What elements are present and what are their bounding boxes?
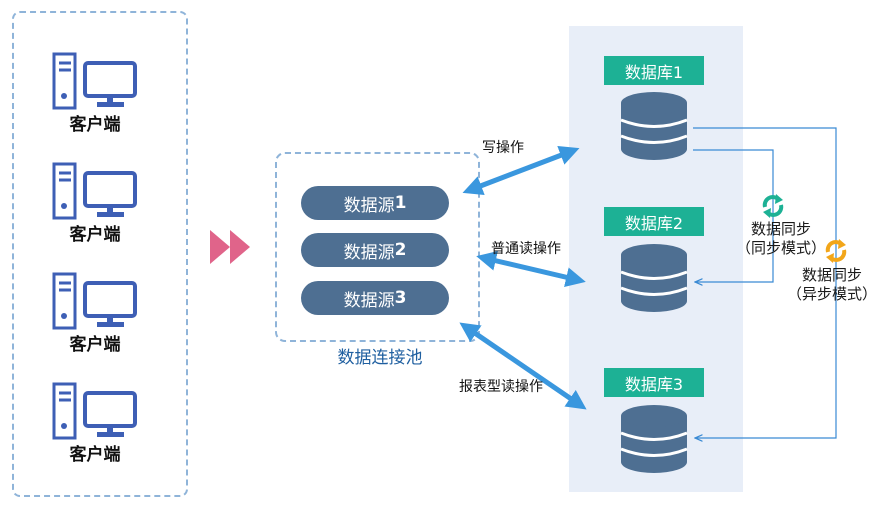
computer-icon — [52, 162, 137, 220]
computer-icon — [52, 382, 137, 440]
connection-pool-title: 数据连接池 — [337, 348, 423, 368]
async-mode-line2: （异步模式） — [786, 285, 877, 303]
data-source-name: 数据源 — [343, 242, 395, 263]
database-3-icon — [620, 405, 688, 473]
database-2-icon — [620, 244, 688, 312]
async-refresh-icon — [825, 239, 847, 263]
computer-icon — [52, 272, 137, 330]
computer-icon — [52, 52, 137, 110]
async-mode-connector — [693, 127, 837, 438]
normal-read-arrow — [476, 250, 586, 288]
data-source-name: 数据源 — [343, 290, 395, 311]
report-read-arrow — [459, 322, 587, 410]
database-1-icon — [620, 92, 688, 160]
database-3-tag: 数据库3 — [604, 368, 704, 397]
client-2: 客户端 — [52, 162, 172, 252]
report-read-label: 报表型读操作 — [459, 379, 543, 395]
sync-mode-line2: （同步模式） — [735, 239, 826, 257]
sync-refresh-icon — [762, 194, 784, 218]
client-label: 客户端 — [69, 445, 121, 465]
sync-mode-line1: 数据同步 — [750, 220, 811, 238]
connection-pool-box — [275, 152, 480, 342]
client-label: 客户端 — [69, 335, 121, 355]
data-source-name: 数据源 — [343, 195, 395, 216]
async-mode-line1: 数据同步 — [801, 266, 862, 284]
normal-read-label: 普通读操作 — [491, 241, 561, 257]
database-1-tag: 数据库1 — [604, 56, 704, 85]
async-mode-label: 数据同步 （异步模式） — [782, 266, 882, 304]
double-chevron-arrow-icon — [210, 230, 250, 264]
data-source-number: 1 — [394, 193, 407, 213]
client-panel — [12, 11, 188, 497]
write-operation-arrow — [462, 145, 580, 196]
client-label: 客户端 — [69, 225, 121, 245]
client-3: 客户端 — [52, 272, 172, 362]
client-4: 客户端 — [52, 382, 172, 472]
client-label: 客户端 — [69, 115, 121, 135]
sync-mode-label: 数据同步 （同步模式） — [733, 220, 829, 258]
client-1: 客户端 — [52, 52, 172, 142]
data-source-number: 3 — [394, 288, 407, 308]
data-source-number: 2 — [394, 240, 407, 260]
database-2-tag: 数据库2 — [604, 207, 704, 236]
write-operation-label: 写操作 — [482, 140, 524, 156]
